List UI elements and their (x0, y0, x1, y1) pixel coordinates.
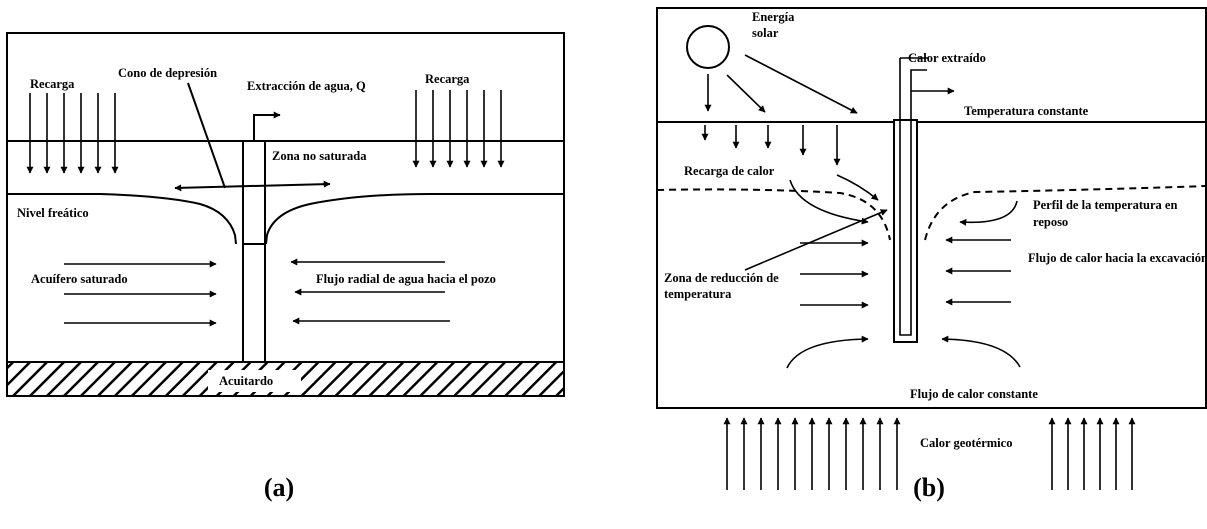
label-temperatura: temperatura (664, 287, 732, 301)
label-cono-depresion: Cono de depresión (118, 66, 217, 80)
label-extraccion: Extracción de agua, Q (247, 79, 366, 93)
panel-b: Energía solar Calor extraído Temperatura… (656, 7, 1207, 502)
caption-b: (b) (913, 473, 945, 502)
recharge-arrows-left (26, 93, 119, 174)
label-calor-extraido: Calor extraído (908, 51, 986, 65)
solar-arrows (704, 54, 858, 114)
label-calor-geotermico: Calor geotérmico (920, 436, 1012, 450)
label-recarga-left: Recarga (30, 77, 75, 91)
label-energia: Energía (752, 10, 795, 24)
curve-arrow-1 (836, 174, 879, 201)
heat-recharge-arrows (701, 125, 841, 166)
heat-flux-arrows (800, 236, 1011, 309)
label-flujo-constante: Flujo de calor constante (910, 387, 1038, 401)
label-recarga-right: Recarga (425, 72, 470, 86)
panel-b-frame (656, 7, 1207, 409)
panel-a-frame (6, 32, 565, 397)
cone-pointer-line (187, 82, 226, 189)
label-flujo-excavacion: Flujo de calor hacia la excavación (1028, 251, 1207, 265)
cone-width-arrow (174, 180, 331, 192)
caption-a: (a) (264, 473, 294, 502)
label-perfil-temperatura: Perfil de la temperatura en (1033, 198, 1177, 212)
u-tube-pipe (899, 58, 927, 336)
radial-flow-arrows (64, 258, 450, 327)
label-solar: solar (752, 26, 779, 40)
label-reposo: reposo (1033, 215, 1068, 229)
label-temperatura-constante: Temperatura constante (964, 104, 1089, 118)
label-acuitardo: Acuitardo (219, 374, 273, 388)
geothermal-arrows-right (1048, 417, 1136, 490)
panel-a: Recarga Cono de depresión Extracción de … (6, 32, 565, 502)
label-flujo-radial: Flujo radial de agua hacia el pozo (316, 272, 496, 286)
water-table-curve (7, 193, 564, 245)
recharge-arrows-right (412, 90, 505, 168)
well-casing (242, 140, 266, 363)
curve-arrow-right (959, 200, 1018, 226)
extraction-arrow (253, 111, 281, 141)
borehole (893, 119, 918, 343)
label-nivel-freatico: Nivel freático (17, 206, 89, 220)
label-recarga-calor: Recarga de calor (684, 164, 775, 178)
label-zona-reduccion: Zona de reducción de (664, 271, 779, 285)
curve-arrow-2 (789, 179, 869, 225)
label-acuifero-saturado: Acuífero saturado (31, 272, 128, 286)
sun-icon (686, 25, 730, 69)
aquitard-label-box (208, 370, 301, 392)
zona-reduccion-pointer (744, 209, 888, 271)
bottom-curve-right (941, 335, 1021, 368)
label-zona-no-saturada: Zona no saturada (272, 149, 367, 163)
geothermal-arrows-left (723, 417, 901, 490)
bottom-curve-left (786, 335, 869, 369)
